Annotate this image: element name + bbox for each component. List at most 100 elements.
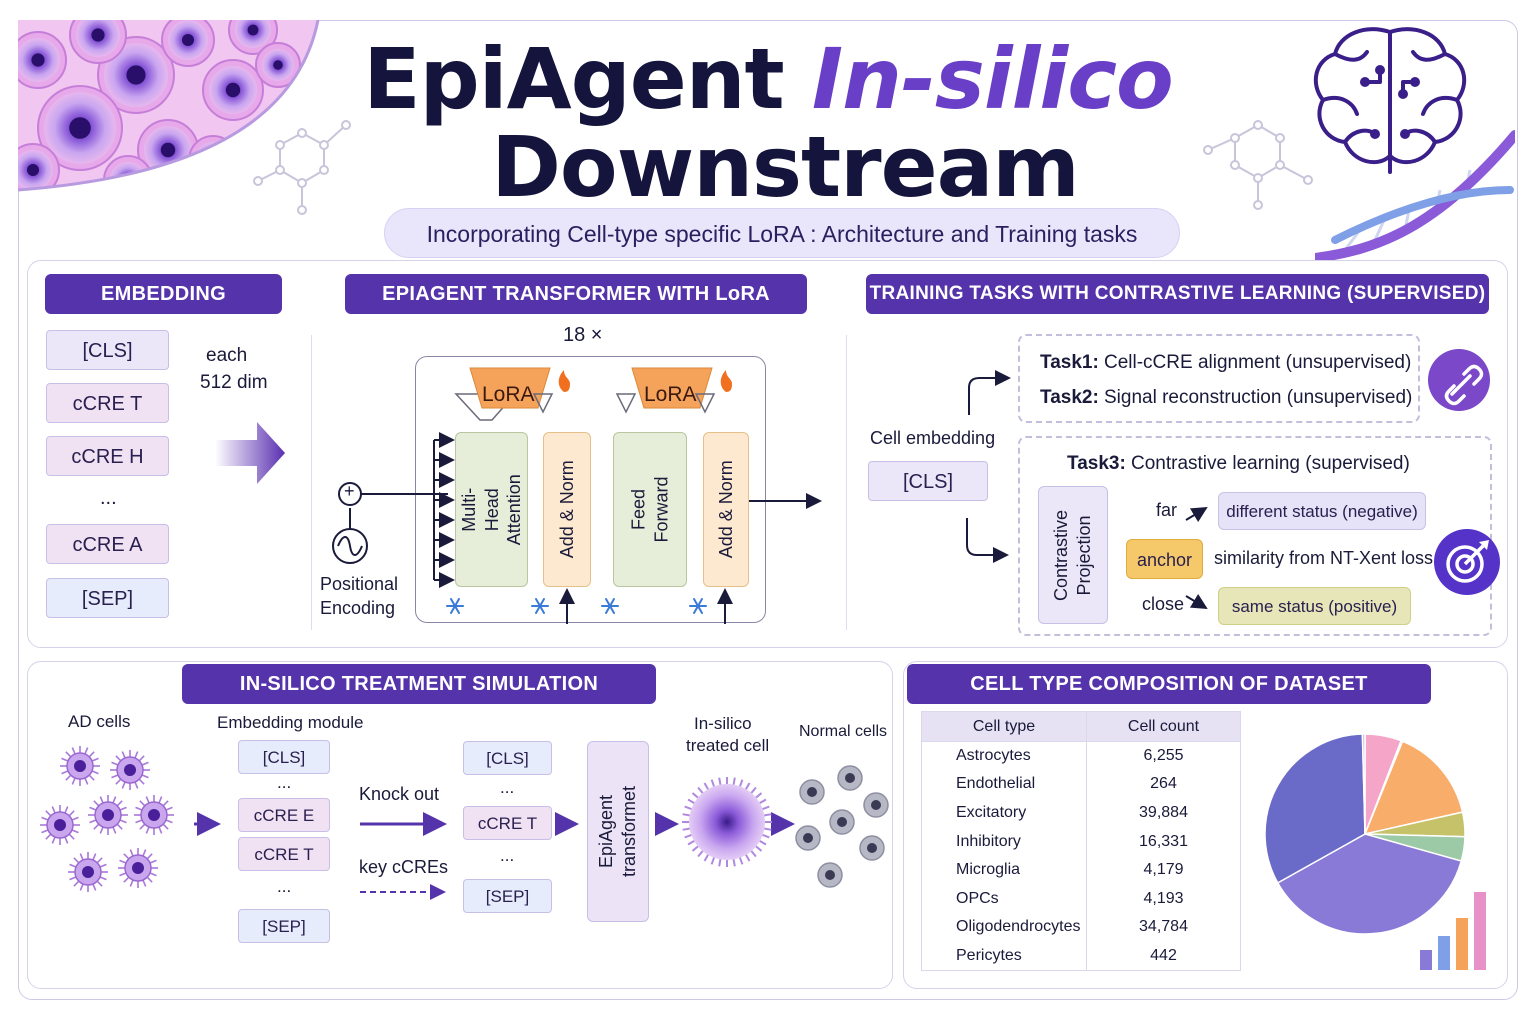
- cell-embedding-label: Cell embedding: [870, 428, 996, 448]
- edited-ellipsis: ...: [500, 778, 515, 797]
- embedding-token: cCRE H: [46, 436, 169, 476]
- far-label: far: [1156, 500, 1178, 520]
- embedding-module-label: Embedding module: [217, 713, 364, 732]
- transformer-header: EPIAGENT TRANSFORMER WITH LoRA: [345, 274, 807, 314]
- treated-cell-label: treated cell: [686, 736, 770, 755]
- cell-count: 442: [1086, 941, 1241, 971]
- multi-head-attention-block: Multi-Head Attention: [455, 432, 528, 587]
- task1-text: Cell-cCRE alignment (unsupervised): [1104, 352, 1412, 373]
- embedding-token: cCRE T: [46, 383, 169, 423]
- cell-count: 264: [1086, 770, 1241, 799]
- task-branch-arrows: [966, 370, 1011, 563]
- task3-label: Task3:: [1067, 453, 1126, 474]
- module-token: [SEP]: [238, 909, 330, 943]
- task1-label: Task1:: [1040, 352, 1099, 373]
- add-norm-block: Add & Norm: [703, 432, 749, 587]
- cell-count: 4,193: [1086, 884, 1241, 914]
- plus-symbol: +: [344, 481, 355, 501]
- page-subtitle: Incorporating Cell-type specific LoRA : …: [384, 208, 1180, 258]
- task2-text: Signal reconstruction (unsupervised): [1104, 387, 1413, 408]
- normal-cells-label: Normal cells: [799, 723, 888, 740]
- negative-sample: different status (negative): [1218, 492, 1426, 530]
- embedding-arrow-icon: [215, 422, 285, 484]
- normal-cells-illustration: [795, 765, 889, 888]
- edited-token: cCRE T: [463, 806, 552, 840]
- edited-token: [CLS]: [463, 741, 552, 775]
- ad-cells-illustration: [40, 746, 174, 892]
- cell-count: 4,179: [1086, 855, 1241, 885]
- section-divider: [311, 335, 312, 630]
- edited-token: [SEP]: [463, 879, 552, 913]
- page-title: EpiAgent In-silico: [363, 30, 1173, 128]
- far-close-arrows: [1185, 506, 1208, 610]
- training-header: TRAINING TASKS WITH CONTRASTIVE LEARNING…: [866, 274, 1489, 314]
- positive-sample: same status (positive): [1218, 587, 1411, 625]
- cell-type: Astrocytes: [921, 741, 1087, 771]
- module-ellipsis: ...: [277, 773, 292, 792]
- edited-ellipsis: ...: [500, 846, 515, 865]
- lora-label: LoRA: [644, 383, 697, 406]
- molecule-icon: [1203, 120, 1313, 210]
- supervised-task-box: [1018, 436, 1492, 636]
- transformer-block: [415, 356, 766, 623]
- epiagent-transformer-box: EpiAgent transformet: [587, 741, 649, 922]
- treated-cell-label: In-silico: [694, 714, 752, 733]
- embedding-dim-label: each: [206, 345, 248, 366]
- page-title-line2: Downstream: [491, 118, 1080, 216]
- embedding-header: EMBEDDING: [45, 274, 282, 314]
- ad-cells-label: AD cells: [68, 712, 131, 731]
- cell-count: 16,331: [1086, 827, 1241, 856]
- anchor-sample: anchor: [1126, 539, 1203, 579]
- knock-out-label: Knock out: [359, 784, 440, 804]
- embedding-token: cCRE A: [46, 524, 169, 564]
- table-header: Cell type: [921, 711, 1087, 742]
- lora-label: LoRA: [482, 383, 535, 406]
- brain-icon: [1313, 27, 1467, 174]
- pie-slice: [1363, 740, 1464, 836]
- composition-pie: [1264, 733, 1466, 935]
- link-icon: [1428, 349, 1490, 411]
- cell-type: Pericytes: [921, 941, 1087, 971]
- embedding-token: [CLS]: [46, 330, 169, 370]
- similarity-label: similarity from NT-Xent loss: [1214, 548, 1434, 568]
- positional-encoding-label: Positional: [320, 574, 399, 594]
- cell-type: Oligodendrocytes: [921, 913, 1087, 942]
- embedding-dim-value: 512 dim: [200, 372, 268, 393]
- contrastive-projection-block: Contrastive Projection: [1038, 486, 1108, 624]
- cell-type: OPCs: [921, 884, 1087, 914]
- module-token: cCRE T: [238, 837, 330, 871]
- cell-count: 6,255: [1086, 741, 1241, 771]
- cell-type: Inhibitory: [921, 827, 1087, 856]
- task2-label: Task2:: [1040, 387, 1099, 408]
- cell-count: 39,884: [1086, 798, 1241, 828]
- molecule-icon: [253, 120, 351, 215]
- bar-chart-icon: [1420, 892, 1486, 970]
- pie-slice: [1361, 733, 1366, 835]
- section-divider: [846, 335, 847, 630]
- module-token: cCRE E: [238, 798, 330, 832]
- treated-cell-illustration: [682, 777, 772, 867]
- transformer-connections: [332, 367, 822, 624]
- cell-count: 34,784: [1086, 913, 1241, 942]
- add-norm-block: Add & Norm: [543, 432, 591, 587]
- embedding-ellipsis: ...: [100, 487, 117, 509]
- simulation-header: IN-SILICO TREATMENT SIMULATION: [182, 664, 656, 704]
- module-ellipsis: ...: [277, 877, 292, 896]
- composition-header: CELL TYPE COMPOSITION OF DATASET: [907, 664, 1431, 704]
- key-ccres-label: key cCREs: [359, 857, 449, 877]
- cell-type: Endothelial: [921, 770, 1087, 799]
- simulation-flow-arrows: [194, 812, 795, 900]
- table-header: Cell count: [1086, 711, 1241, 742]
- unsupervised-tasks-box: [1018, 334, 1420, 423]
- pie-slice: [1264, 733, 1366, 884]
- embedding-token: [SEP]: [46, 578, 169, 618]
- cell-type: Excitatory: [921, 798, 1087, 828]
